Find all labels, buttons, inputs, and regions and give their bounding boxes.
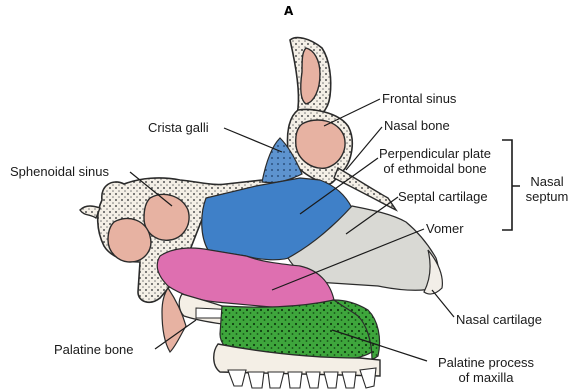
label-palatine-process-line1: Palatine process <box>428 355 544 370</box>
sphenoidal-sinus-2 <box>108 218 151 262</box>
label-vomer: Vomer <box>426 221 464 236</box>
label-nasal-cartilage: Nasal cartilage <box>456 312 542 327</box>
label-nasal-septum-line1: Nasal <box>522 174 572 189</box>
label-frontal-sinus: Frontal sinus <box>382 91 456 106</box>
panel-letter: A <box>284 4 293 18</box>
label-nasal-septum-line2: septum <box>522 189 572 204</box>
label-perpendicular-plate-line2: of ethmoidal bone <box>372 161 498 176</box>
label-crista-galli: Crista galli <box>148 120 209 135</box>
label-septal-cartilage: Septal cartilage <box>398 189 488 204</box>
label-nasal-bone: Nasal bone <box>384 118 450 133</box>
label-perpendicular-plate: Perpendicular plate of ethmoidal bone <box>372 146 498 176</box>
label-sphenoidal-sinus: Sphenoidal sinus <box>10 164 109 179</box>
label-palatine-bone: Palatine bone <box>54 342 134 357</box>
label-nasal-septum: Nasal septum <box>522 174 572 204</box>
nasal-septum-bracket <box>502 140 520 230</box>
label-perpendicular-plate-line1: Perpendicular plate <box>372 146 498 161</box>
frontal-sinus-lower <box>296 120 345 168</box>
label-palatine-process: Palatine process of maxilla <box>428 355 544 385</box>
label-palatine-process-line2: of maxilla <box>428 370 544 385</box>
sphenoid-process <box>80 206 100 218</box>
